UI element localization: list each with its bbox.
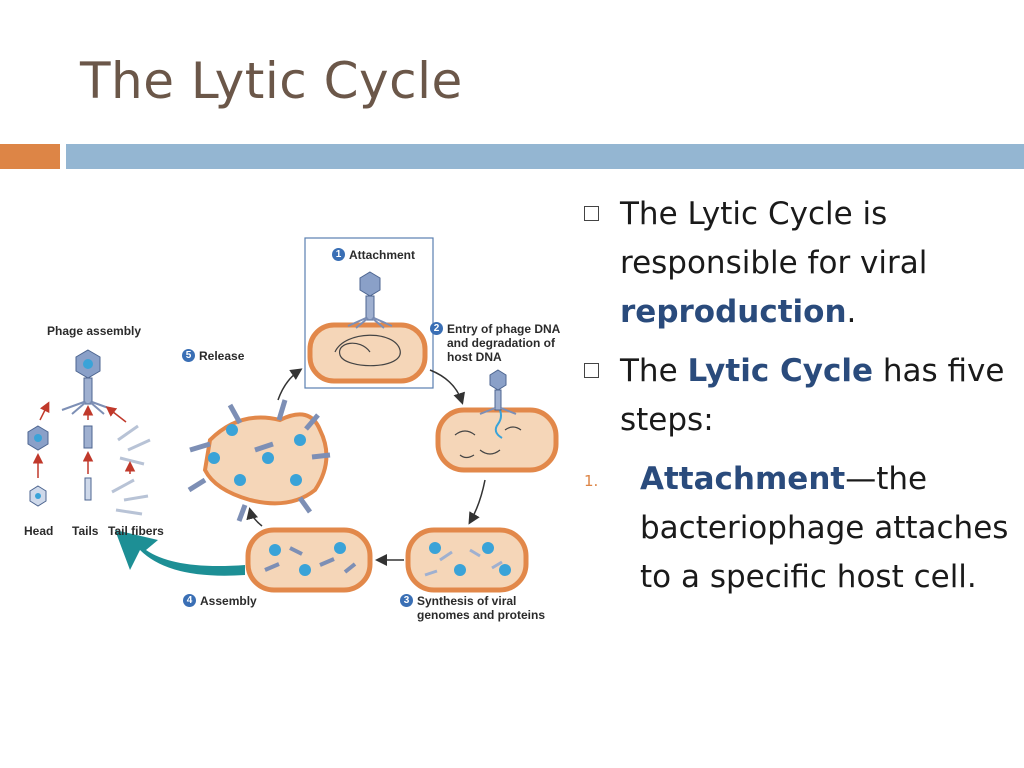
label-attachment: 1 Attachment bbox=[332, 248, 415, 262]
attachment-cell bbox=[307, 322, 428, 384]
release-cell bbox=[187, 399, 331, 522]
bullet-item-1: The Lytic Cycle is responsible for viral… bbox=[584, 190, 1014, 337]
step-badge-3: 3 bbox=[400, 594, 413, 607]
step-badge-5: 5 bbox=[182, 349, 195, 362]
numbered-item-1: 1. Attachment—the bacteriophage attaches… bbox=[584, 455, 1014, 602]
bullet-list: The Lytic Cycle is responsible for viral… bbox=[584, 190, 1014, 602]
accent-bar-blue bbox=[66, 144, 1024, 169]
step-badge-4: 4 bbox=[183, 594, 196, 607]
numbered-marker: 1. bbox=[584, 472, 599, 490]
label-attachment-text: Attachment bbox=[349, 248, 416, 262]
label-phage-assembly: Phage assembly bbox=[47, 324, 142, 338]
label-entry: 2 Entry of phage DNA and degradation of h… bbox=[430, 322, 560, 364]
bullet-1-end: . bbox=[846, 294, 857, 330]
bullet-1-text: The Lytic Cycle is responsible for viral bbox=[620, 196, 928, 281]
label-tails: Tails bbox=[72, 524, 99, 538]
bullet-2-highlight: Lytic Cycle bbox=[687, 353, 873, 389]
slide-title: The Lytic Cycle bbox=[80, 52, 463, 110]
label-release-text: Release bbox=[199, 349, 245, 363]
phage-assembly-parts bbox=[27, 349, 151, 516]
label-entry-line1: Entry of phage DNA bbox=[447, 322, 561, 336]
assembly-arrow bbox=[115, 530, 245, 576]
label-head: Head bbox=[24, 524, 54, 538]
lytic-cycle-illustration bbox=[27, 237, 559, 593]
label-assembly-text: Assembly bbox=[200, 594, 257, 608]
bullet-2-text: The bbox=[620, 353, 688, 389]
label-release: 5 Release bbox=[182, 349, 244, 363]
label-entry-line2: and degradation of bbox=[447, 336, 555, 350]
label-synthesis-line2: genomes and proteins bbox=[417, 608, 546, 622]
step-badge-2: 2 bbox=[430, 322, 443, 335]
numbered-1-text: —the bacteriophage attaches to a specifi… bbox=[640, 461, 1009, 595]
assembly-cell bbox=[245, 527, 373, 593]
bullet-1-highlight: reproduction bbox=[620, 294, 847, 330]
entry-cell bbox=[435, 369, 559, 473]
bullet-item-2: The Lytic Cycle has five steps: bbox=[584, 347, 1014, 445]
synthesis-cell bbox=[405, 527, 529, 593]
label-tail-fibers: Tail fibers bbox=[108, 524, 164, 538]
bullet-2-end: has five steps: bbox=[620, 353, 1005, 438]
bullet-box-icon bbox=[584, 206, 599, 221]
label-synthesis: 3 Synthesis of viral genomes and proteins bbox=[400, 594, 545, 622]
step-badge-1: 1 bbox=[332, 248, 345, 261]
attachment-phage bbox=[347, 271, 393, 329]
lytic-cycle-diagram: 1 Attachment 2 Entry of phage DNA and degr… bbox=[0, 230, 580, 650]
bullet-box-icon bbox=[584, 363, 599, 378]
numbered-1-highlight: Attachment bbox=[640, 461, 846, 497]
label-synthesis-line1: Synthesis of viral bbox=[417, 594, 517, 608]
label-entry-line3: host DNA bbox=[447, 350, 502, 364]
accent-bar-orange bbox=[0, 144, 60, 169]
label-assembly: 4 Assembly bbox=[183, 594, 257, 608]
